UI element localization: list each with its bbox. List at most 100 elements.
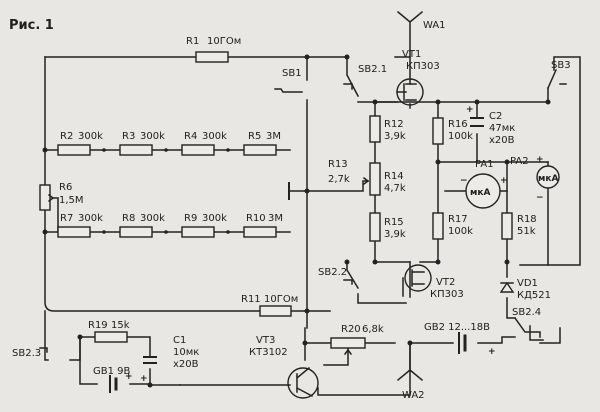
svg-text:R19: R19 (88, 320, 108, 331)
switch-sb24-label: SB2.4 (512, 307, 541, 318)
svg-text:6,8k: 6,8k (362, 324, 384, 335)
battery-gb2: GB2 12...18В + (424, 322, 496, 357)
svg-text:100k: 100k (448, 131, 473, 142)
svg-text:КП303: КП303 (406, 61, 440, 72)
svg-text:47мк: 47мк (489, 123, 515, 134)
svg-text:R17: R17 (448, 214, 468, 225)
resistor-r10: R10 3М (243, 213, 283, 238)
svg-text:GB2 12...18В: GB2 12...18В (424, 322, 490, 333)
svg-text:3М: 3М (268, 213, 283, 224)
svg-text:КП303: КП303 (430, 289, 464, 300)
svg-text:VT3: VT3 (256, 335, 275, 346)
resistor-r8: R8 300k (119, 213, 165, 238)
resistor-r19: R19 15k (88, 320, 130, 343)
svg-text:300k: 300k (140, 213, 165, 224)
svg-text:−: − (536, 193, 544, 203)
svg-text:+: + (488, 347, 496, 357)
svg-text:+: + (140, 374, 148, 384)
svg-text:300k: 300k (78, 213, 103, 224)
svg-text:WA1: WA1 (423, 20, 446, 31)
svg-text:300k: 300k (202, 131, 227, 142)
battery-gb1: GB1 9В + (93, 366, 133, 393)
svg-text:PA2: PA2 (510, 156, 529, 167)
svg-text:+: + (500, 176, 508, 186)
resistor-r9: R9 300k (181, 213, 227, 238)
svg-text:R10: R10 (246, 213, 266, 224)
svg-text:КТ3102: КТ3102 (249, 347, 288, 358)
svg-text:1,5М: 1,5М (59, 195, 84, 206)
meter-pa2: мкА PA2 + − (510, 155, 560, 203)
junction-dots (42, 54, 551, 388)
svg-text:R11: R11 (241, 294, 261, 305)
svg-text:R3: R3 (122, 131, 135, 142)
switch-sb3 (547, 69, 567, 89)
svg-text:R2: R2 (60, 131, 73, 142)
svg-text:300k: 300k (202, 213, 227, 224)
svg-text:10ГОм: 10ГОм (264, 294, 298, 305)
svg-text:3М: 3М (266, 131, 281, 142)
transistor-vt2: VT2 КП303 (404, 264, 464, 300)
svg-text:R8: R8 (122, 213, 135, 224)
switch-sb23-label: SB2.3 (12, 348, 41, 359)
resistor-r20: R20 6,8k (330, 324, 384, 356)
resistor-r16: R16 100k (432, 117, 473, 145)
transistor-vt1: VT1 КП303 (396, 49, 440, 106)
svg-text:−: − (460, 176, 468, 186)
wires (39, 56, 581, 396)
svg-text:x20В: x20В (173, 359, 199, 370)
meter-pa1: мкА PA1 − + (460, 159, 508, 209)
svg-text:+: + (125, 372, 133, 382)
svg-text:R4: R4 (184, 131, 197, 142)
svg-text:300k: 300k (78, 131, 103, 142)
resistor-r18: R18 51k (501, 212, 537, 240)
svg-text:PA1: PA1 (475, 159, 494, 170)
svg-text:10мк: 10мк (173, 347, 199, 358)
capacitor-c2: + C2 47мк x20В (466, 105, 515, 146)
diode-vd1: VD1 КД521 (499, 278, 551, 301)
svg-text:R14: R14 (384, 171, 404, 182)
resistor-r5: R5 3М (243, 131, 281, 156)
svg-text:мкА: мкА (470, 188, 490, 198)
svg-text:R15: R15 (384, 217, 404, 228)
svg-text:C2: C2 (489, 111, 502, 122)
svg-text:КД521: КД521 (517, 290, 551, 301)
svg-text:+: + (536, 155, 544, 165)
svg-text:R1: R1 (186, 36, 199, 47)
svg-text:C1: C1 (173, 335, 186, 346)
capacitor-c1: + C1 10мк x20В (140, 335, 199, 384)
antenna-wa2: WA2 (396, 342, 425, 401)
resistor-r1: R1 10ГОм (186, 36, 241, 63)
svg-text:x20В: x20В (489, 135, 515, 146)
resistor-r7: R7 300k (57, 213, 103, 238)
resistor-r15: R15 3,9k (369, 212, 406, 242)
svg-text:51k: 51k (517, 226, 536, 237)
svg-text:мкА: мкА (538, 174, 558, 184)
figure-title: Рис. 1 (9, 18, 54, 33)
svg-text:WA2: WA2 (402, 390, 425, 401)
svg-text:2,7k: 2,7k (328, 174, 350, 185)
svg-text:R6: R6 (59, 182, 72, 193)
svg-text:VT1: VT1 (402, 49, 421, 60)
svg-text:3,9k: 3,9k (384, 229, 406, 240)
resistor-r11: R11 10ГОм (241, 294, 298, 317)
svg-text:R9: R9 (184, 213, 197, 224)
resistor-r14: R14 4,7k (362, 162, 406, 196)
svg-text:R16: R16 (448, 119, 468, 130)
switch-sb1-label: SB1 (282, 68, 302, 79)
svg-text:15k: 15k (111, 320, 130, 331)
resistor-r3: R3 300k (119, 131, 165, 156)
svg-text:+: + (466, 105, 474, 115)
svg-text:R12: R12 (384, 119, 404, 130)
svg-text:4,7k: 4,7k (384, 183, 406, 194)
svg-text:3,9k: 3,9k (384, 131, 406, 142)
svg-text:VD1: VD1 (517, 278, 538, 289)
svg-text:R13: R13 (328, 159, 348, 170)
svg-text:R20: R20 (341, 324, 361, 335)
resistor-r4: R4 300k (181, 131, 227, 156)
svg-text:300k: 300k (140, 131, 165, 142)
svg-text:10ГОм: 10ГОм (207, 36, 241, 47)
resistor-r2: R2 300k (57, 131, 103, 156)
resistor-r12: R12 3,9k (369, 115, 406, 143)
svg-text:VT2: VT2 (436, 277, 455, 288)
